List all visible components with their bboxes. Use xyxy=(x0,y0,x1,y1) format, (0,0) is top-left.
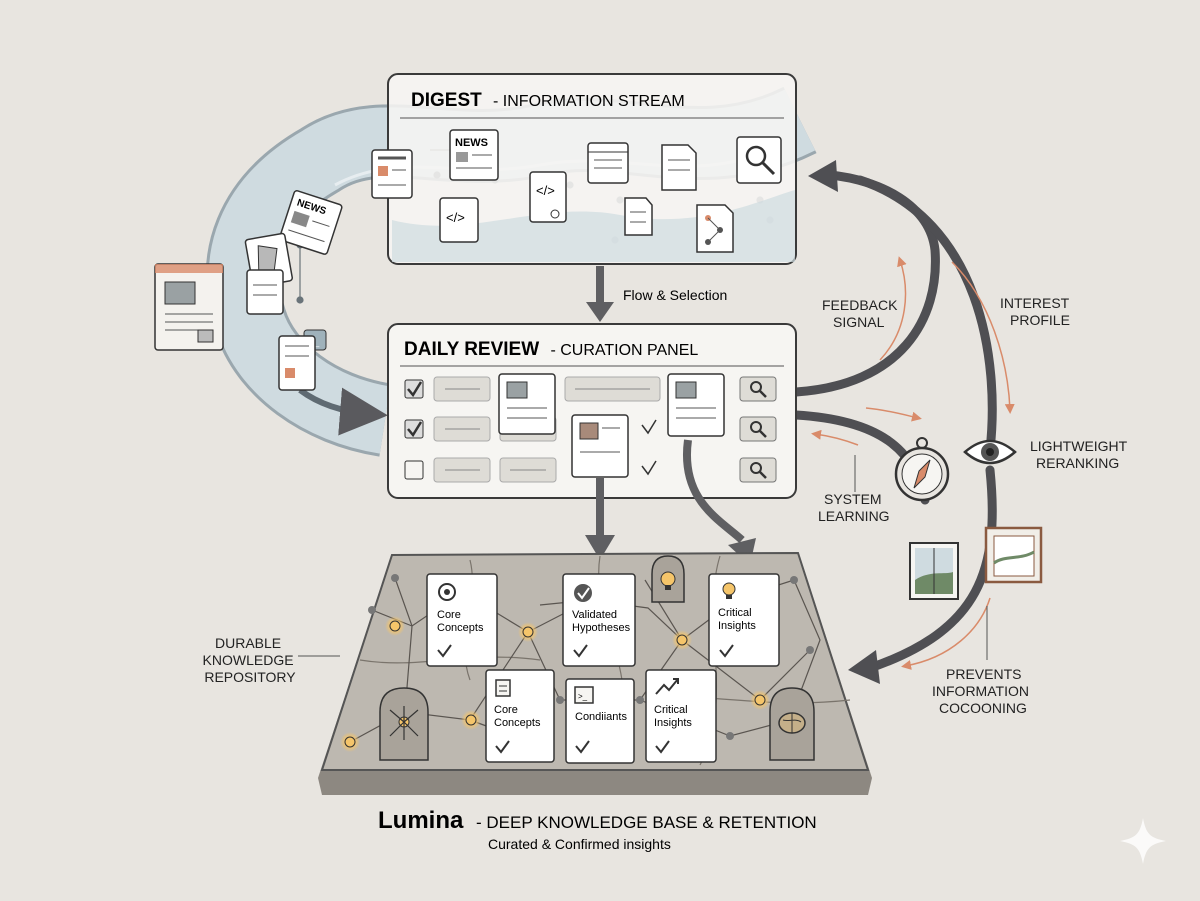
search-button[interactable] xyxy=(739,457,777,483)
article-icon xyxy=(371,149,413,199)
feedback-loop-arrows xyxy=(791,170,997,673)
news-card-icon: NEWS xyxy=(278,190,343,255)
list-document-icon xyxy=(587,142,629,184)
search-button[interactable] xyxy=(739,376,777,402)
report-document-icon xyxy=(278,335,316,391)
daily-review-title: DAILY REVIEW - CURATION PANEL xyxy=(404,339,698,360)
search-document-icon xyxy=(736,136,782,184)
feedback-loop-arrowheads xyxy=(808,160,880,684)
terminal-icon xyxy=(574,686,594,704)
lumina-title: Lumina - DEEP KNOWLEDGE BASE & RETENTION xyxy=(378,807,817,834)
flow-arrow: Flow & Selection xyxy=(586,266,727,322)
digest-title: DIGEST - INFORMATION STREAM xyxy=(411,90,685,111)
sparkle-icon xyxy=(1120,818,1166,864)
review-card[interactable] xyxy=(571,414,629,478)
flow-selection-label: Flow & Selection xyxy=(623,287,727,303)
curation-rows xyxy=(404,373,777,483)
lightbulb-icon xyxy=(722,582,736,596)
check-icon xyxy=(719,644,734,658)
svg-text:>_: >_ xyxy=(578,692,588,701)
network-headstone-icon xyxy=(379,687,429,761)
svg-text:</>: </> xyxy=(446,210,465,225)
compass-icon xyxy=(894,437,950,502)
repository-label: DURABLE KNOWLEDGE REPOSITORY xyxy=(203,635,340,685)
svg-text:Condiiants: Condiiants xyxy=(575,711,627,723)
search-button[interactable] xyxy=(739,416,777,442)
browser-window-icon xyxy=(154,263,224,351)
check-icon xyxy=(495,740,510,754)
check-icon xyxy=(655,740,670,754)
news-document-icon: NEWS xyxy=(449,129,499,181)
lumina-subtitle: Curated & Confirmed insights xyxy=(488,836,671,852)
graph-document-icon xyxy=(696,204,734,253)
search-icon xyxy=(750,421,762,433)
curation-row[interactable] xyxy=(404,376,777,402)
code-document-icon: </> xyxy=(529,171,567,223)
text-document-icon xyxy=(661,144,697,191)
search-icon xyxy=(750,462,762,474)
open-window-icon xyxy=(984,526,1043,584)
svg-text:NEWS: NEWS xyxy=(455,137,488,149)
code-document-icon: </> xyxy=(439,197,479,243)
search-icon xyxy=(750,381,762,393)
signal-arrows xyxy=(811,256,1015,670)
folded-document-icon xyxy=(246,269,284,315)
check-icon xyxy=(575,740,590,754)
stream-documents: NEWS NEWS </> </> xyxy=(244,129,782,391)
svg-text:</>: </> xyxy=(536,183,555,198)
curation-row[interactable] xyxy=(404,457,777,483)
check-icon xyxy=(437,644,452,658)
review-card[interactable] xyxy=(498,373,556,435)
gear-icon xyxy=(438,583,456,601)
check-circle-icon xyxy=(574,584,592,602)
checkbox-unchecked[interactable] xyxy=(404,460,424,480)
document-icon xyxy=(495,679,511,697)
svg-text:DURABLE KNOWLEDGE: DURABLE KNOWLEDGE REPOSITORY xyxy=(203,635,298,685)
brain-headstone-icon xyxy=(769,687,815,761)
review-to-base-arrows xyxy=(585,439,756,565)
text-document-icon xyxy=(624,197,653,236)
review-card[interactable] xyxy=(667,373,725,437)
trend-up-icon xyxy=(655,678,679,695)
daily-review-panel: DAILY REVIEW - CURATION PANEL xyxy=(387,323,797,499)
window-landscape-icon xyxy=(909,542,959,600)
lightbulb-headstone-icon xyxy=(651,555,685,603)
check-icon xyxy=(573,644,588,658)
eye-icon xyxy=(963,439,1017,465)
knowledge-card[interactable]: >_ Condiiants xyxy=(565,678,635,764)
